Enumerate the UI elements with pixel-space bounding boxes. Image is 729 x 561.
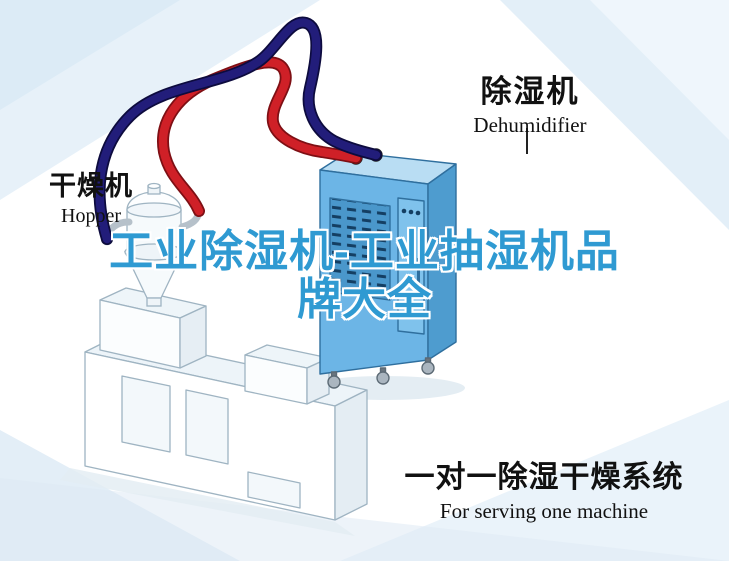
button-dot <box>408 209 414 215</box>
wheels <box>327 357 435 389</box>
door-panel-2 <box>185 389 229 465</box>
bg-shape-bottom-right <box>340 400 729 561</box>
dehumidifier-unit <box>319 148 457 389</box>
hopper-dome-seam <box>126 202 182 218</box>
dehumidifier-side-face <box>427 163 457 361</box>
hopper-label-zh: 干燥机 <box>49 171 133 201</box>
wheel <box>327 375 341 389</box>
extruder-side-face <box>334 389 368 521</box>
hopper-label-en: Hopper <box>61 205 121 227</box>
wheel <box>421 361 435 375</box>
hopper-flange <box>124 243 184 261</box>
dehumidifier-label-zh: 除湿机 <box>480 74 580 109</box>
caption-en: For serving one machine <box>439 499 649 523</box>
hopper-cap-top <box>147 182 161 190</box>
hopper-neck <box>146 297 162 307</box>
dehumidifier-label-en: Dehumidifier <box>473 113 587 137</box>
extruder-machine <box>84 287 368 521</box>
bg-shape-top-right-inner <box>590 0 729 140</box>
dehumidifier-label: 除湿机 Dehumidifier <box>425 66 635 138</box>
red-hose <box>158 58 361 216</box>
page-title-line2: 牌大全 <box>297 274 432 324</box>
vent-grille <box>329 197 391 301</box>
door-panel-1 <box>121 375 171 453</box>
page-title-line1: 工业除湿机-工业抽湿机品 <box>109 227 620 276</box>
hopper-label: 干燥机 Hopper <box>36 164 146 228</box>
caption-zh: 一对一除湿干燥系统 <box>404 461 684 494</box>
housing-side-face <box>179 305 207 369</box>
bg-shape-top-left-inner <box>0 0 180 110</box>
door-panel-3 <box>247 471 301 509</box>
button-dot <box>415 210 421 216</box>
navy-hose <box>95 18 381 244</box>
page-title: 工业除湿机-工业抽湿机品 牌大全 <box>0 228 729 323</box>
caption: 一对一除湿干燥系统 For serving one machine <box>388 452 700 524</box>
button-dot <box>401 208 407 214</box>
dehumidifier-door <box>397 197 425 335</box>
wheel <box>376 371 390 385</box>
door-handle <box>417 258 420 292</box>
extruder-shadow <box>60 468 355 536</box>
